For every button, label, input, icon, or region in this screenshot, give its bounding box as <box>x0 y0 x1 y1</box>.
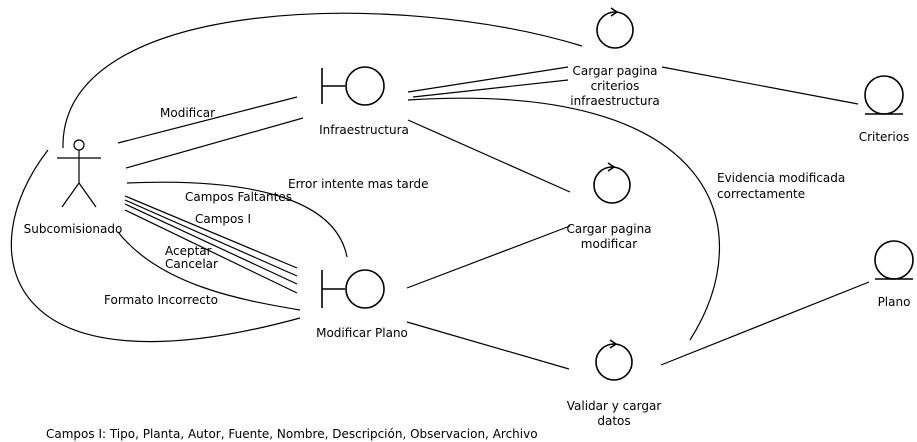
msg-campos-i: Campos I <box>195 212 251 226</box>
msg-aceptar: Aceptar <box>165 244 212 258</box>
msg-formato-incorrecto: Formato Incorrecto <box>104 293 218 307</box>
control-cargar-modificar-line2: modificar <box>581 237 637 251</box>
edge-actor-plano-3 <box>124 203 298 285</box>
edge-validar-plano <box>660 281 870 366</box>
actor-subcomisionado: Subcomisionado <box>24 139 123 236</box>
control-cargar-modificar-line1: Cargar pagina <box>566 222 651 236</box>
entity-criterios-label: Criterios <box>859 130 910 144</box>
control-cargar-criterios-line3: infraestructura <box>570 94 660 108</box>
edge-plano-cargar-modificar <box>406 225 571 289</box>
boundary-infraestructura-label: Infraestructura <box>319 123 409 137</box>
actor-subcomisionado-label: Subcomisionado <box>24 222 123 236</box>
connections <box>10 12 870 370</box>
edge-formato <box>117 231 301 311</box>
edge-actor-plano-4 <box>124 209 298 294</box>
edge-criterios-entity <box>661 66 859 105</box>
msg-modificar: Modificar <box>160 106 215 120</box>
boundary-modificar-plano: Modificar Plano <box>316 269 408 340</box>
edge-actor-infra-1 <box>117 96 298 144</box>
boundary-modificar-plano-label: Modificar Plano <box>316 326 408 340</box>
edge-actor-plano-outer <box>10 149 301 343</box>
edge-plano-validar <box>406 321 570 370</box>
control-cargar-criterios: Cargar pagina criterios infraestructura <box>570 7 660 108</box>
msg-cancelar: Cancelar <box>165 257 218 271</box>
edge-actor-criterios <box>62 12 583 149</box>
control-cargar-criterios-line1: Cargar pagina <box>572 64 657 78</box>
edge-actor-infra-2 <box>125 117 304 169</box>
msg-evidencia-2: correctamente <box>717 187 805 201</box>
edge-evidencia <box>407 97 720 341</box>
edge-infra-modificar <box>407 119 571 193</box>
edge-actor-plano-1 <box>124 195 298 269</box>
boundary-infraestructura: Infraestructura <box>319 66 409 137</box>
entity-plano-label: Plano <box>878 295 911 309</box>
msg-error-intente: Error intente mas tarde <box>288 177 429 191</box>
edge-error <box>126 181 348 258</box>
control-cargar-modificar: Cargar pagina modificar <box>566 162 652 251</box>
control-validar-cargar-line1: Validar y cargar <box>567 399 662 413</box>
footnote: Campos I: Tipo, Planta, Autor, Fuente, N… <box>46 427 538 441</box>
entity-plano: Plano <box>874 240 914 309</box>
msg-campos-faltantes: Campos Faltantes <box>185 190 292 204</box>
msg-evidencia-1: Evidencia modificada <box>717 171 845 185</box>
control-validar-cargar-line2: datos <box>597 414 630 428</box>
edge-infra-criterios-2 <box>412 79 569 98</box>
entity-criterios: Criterios <box>859 75 910 144</box>
control-cargar-criterios-line2: criterios <box>591 79 640 93</box>
edge-infra-criterios-1 <box>407 66 569 93</box>
control-validar-cargar: Validar y cargar datos <box>567 339 662 428</box>
edge-actor-plano-2 <box>124 199 298 277</box>
